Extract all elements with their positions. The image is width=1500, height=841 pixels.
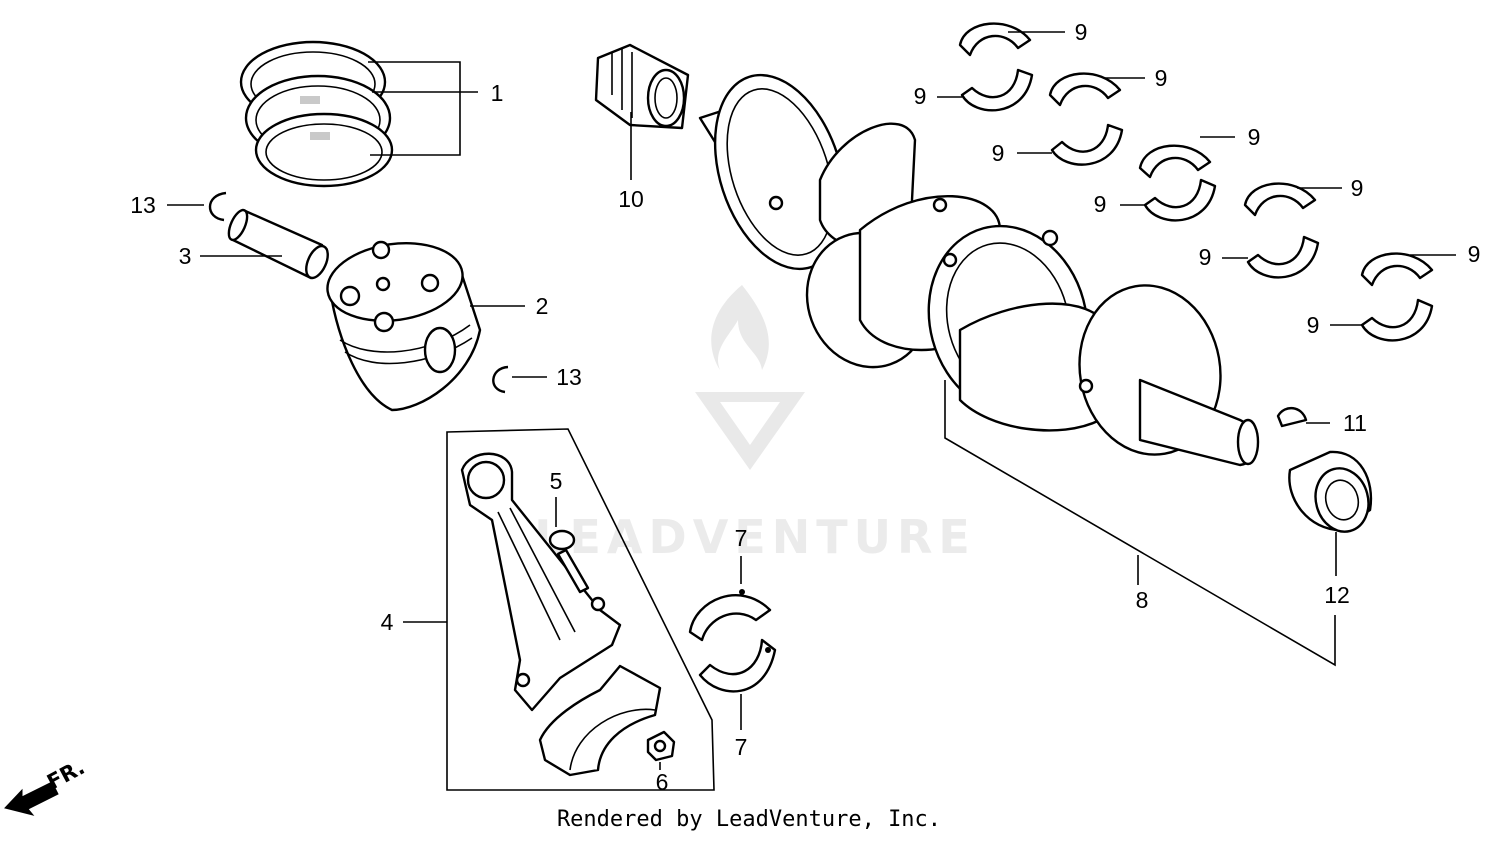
watermark-flame-icon — [711, 285, 769, 370]
front-direction-marker: FR. — [4, 755, 89, 816]
connecting-rod — [460, 452, 622, 712]
callout-9-b: 9 — [914, 83, 927, 109]
conrod-bearing-lower — [698, 638, 777, 693]
callout-9-c: 9 — [1155, 65, 1168, 91]
callout-11: 11 — [1343, 410, 1367, 436]
callout-10: 10 — [618, 186, 644, 212]
callout-9-f: 9 — [1094, 191, 1107, 217]
callout-9-j: 9 — [1307, 312, 1320, 338]
callout-13-upper: 13 — [130, 192, 156, 218]
piston-rings — [239, 40, 394, 188]
callout-2: 2 — [536, 293, 549, 319]
piston-pin-clip-upper — [208, 191, 227, 222]
callout-4: 4 — [381, 609, 394, 635]
needle-bearing — [1288, 450, 1373, 533]
woodruff-key — [1276, 407, 1308, 428]
callout-5: 5 — [550, 468, 563, 494]
callout-8: 8 — [1136, 587, 1149, 613]
piston-pin-clip-lower — [492, 365, 509, 394]
callout-9-d: 9 — [992, 140, 1005, 166]
piston-pin — [227, 208, 329, 280]
conrod-bolt — [548, 529, 590, 594]
conrod-kit-bracket — [446, 428, 715, 791]
main-bearings — [958, 22, 1434, 342]
leader-lines — [167, 31, 1456, 770]
watermark-v-icon — [695, 392, 805, 470]
front-arrow-icon — [4, 781, 59, 816]
watermark: LEADVENTURE — [534, 285, 976, 564]
callout-9-e: 9 — [1248, 124, 1261, 150]
callout-9-i: 9 — [1468, 241, 1481, 267]
callout-6: 6 — [656, 769, 669, 795]
callout-9-g: 9 — [1351, 175, 1364, 201]
primary-drive-gear — [594, 43, 690, 130]
callout-9-h: 9 — [1199, 244, 1212, 270]
conrod-cap — [538, 664, 662, 777]
watermark-text: LEADVENTURE — [534, 510, 976, 564]
callout-12: 12 — [1324, 582, 1350, 608]
callout-labels: 1 2 3 4 5 6 7 7 8 9 9 9 9 9 9 9 9 9 9 10… — [130, 19, 1480, 795]
callout-7-upper: 7 — [735, 525, 748, 551]
crankshaft-bracket — [944, 380, 1336, 667]
callout-13-lower: 13 — [556, 364, 582, 390]
conrod-bearing-upper — [688, 589, 772, 642]
crankshaft — [698, 73, 1260, 467]
callout-9-a: 9 — [1075, 19, 1088, 45]
render-credit: Rendered by LeadVenture, Inc. — [557, 807, 941, 832]
callout-1: 1 — [491, 80, 504, 106]
callout-3: 3 — [179, 243, 192, 269]
conrod-nut — [646, 730, 676, 762]
piston — [326, 240, 482, 412]
callout-7-lower: 7 — [735, 734, 748, 760]
